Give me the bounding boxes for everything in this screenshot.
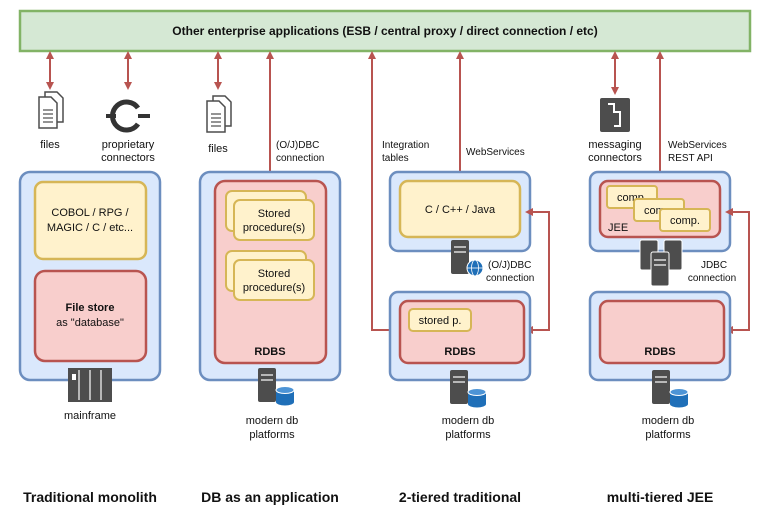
webservices-label-col3: WebServices (466, 147, 525, 158)
jdbc-label-line2: connection (688, 273, 736, 284)
stored-procedure-2-line1: Stored (258, 268, 290, 280)
dbc-label-col2-line1: (O/J)DBC (276, 140, 319, 151)
title-multi-tiered-jee: multi-tiered JEE (607, 489, 714, 505)
connectors-label-line1: proprietary (102, 139, 155, 151)
integration-label-line1: Integration (382, 140, 429, 151)
platform-col4-line1: modern db (642, 415, 695, 427)
db-tier-rdbs-label: RDBS (444, 346, 475, 358)
messaging-icon (600, 98, 630, 132)
stored-procedure-1-line1: Stored (258, 208, 290, 220)
jee-rdbs-label: RDBS (644, 346, 675, 358)
app-tier-languages-box (398, 179, 522, 239)
ws-label-col4-line1: WebServices (668, 140, 727, 151)
title-traditional-monolith: Traditional monolith (23, 489, 157, 505)
app-server-cluster-icon (639, 239, 683, 287)
jdbc-arrow (725, 208, 750, 334)
monolith-languages-line2: MAGIC / C / etc... (47, 222, 133, 234)
jee-rdbs-box (598, 299, 726, 365)
db-app-rdbs-label: RDBS (254, 346, 285, 358)
integration-label-line2: tables (382, 153, 409, 164)
platform-col4-line2: platforms (645, 429, 691, 441)
app-tier-languages: C / C++ / Java (425, 204, 496, 216)
mainframe-icon (68, 368, 112, 402)
enterprise-apps-bar (18, 9, 752, 53)
dbc-label-col2-line2: connection (276, 153, 324, 164)
title-2-tiered-traditional: 2-tiered traditional (399, 489, 521, 505)
enterprise-apps-label: Other enterprise applications (ESB / cen… (172, 24, 597, 38)
file-store-subtitle: as "database" (56, 317, 124, 329)
files-icon (38, 91, 64, 129)
mainframe-label: mainframe (64, 410, 116, 422)
connector-plug-icon (106, 99, 150, 133)
platform-col2-line2: platforms (249, 429, 295, 441)
file-store-title: File store (66, 302, 115, 314)
files-label-1: files (40, 139, 60, 151)
files-icon-2 (206, 95, 232, 133)
stored-p-label: stored p. (419, 315, 462, 327)
dbc-label-col3-line2: connection (486, 273, 534, 284)
stored-procedure-2 (233, 259, 315, 301)
ws-label-col4-line2: REST API (668, 153, 713, 164)
platform-col3-line2: platforms (445, 429, 491, 441)
messaging-label-line1: messaging (588, 139, 641, 151)
messaging-label-line2: connectors (588, 152, 642, 164)
stored-procedure-1-line2: procedure(s) (243, 222, 305, 234)
stored-procedure-1 (233, 199, 315, 241)
connectors-label-line2: connectors (101, 152, 155, 164)
monolith-languages-box (33, 180, 148, 261)
comp-label-3: comp. (670, 215, 700, 227)
file-store-box (33, 269, 148, 363)
monolith-languages-line1: COBOL / RPG / (51, 207, 129, 219)
comp-box-3 (659, 208, 711, 232)
stored-procedure-2-line2: procedure(s) (243, 282, 305, 294)
platform-col2-line1: modern db (246, 415, 299, 427)
jdbc-label-line1: JDBC (701, 260, 727, 271)
jee-label: JEE (608, 222, 628, 234)
title-db-as-application: DB as an application (201, 489, 339, 505)
dbc-label-col3-line1: (O/J)DBC (488, 260, 531, 271)
web-server-icon (451, 240, 484, 277)
platform-col3-line1: modern db (442, 415, 495, 427)
files-label-2: files (208, 143, 228, 155)
stored-p-box (408, 308, 472, 332)
dbc-arrow-col3 (525, 208, 550, 334)
integration-tables-arrow (368, 51, 398, 334)
